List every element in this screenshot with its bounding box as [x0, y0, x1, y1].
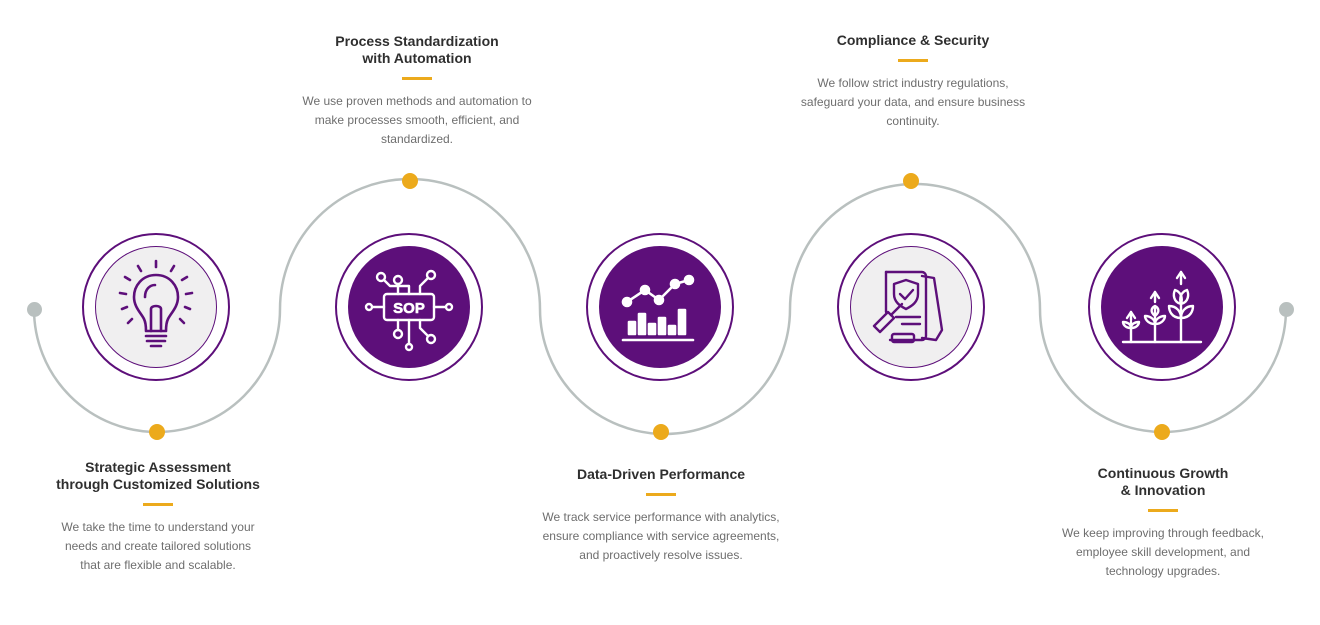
step-3-desc-line: and proactively resolve issues. [579, 548, 743, 562]
step-3-marker-dot [653, 424, 669, 440]
growing-plants-icon [1121, 270, 1203, 344]
step-2-title-line-1: Process Standardization [335, 33, 499, 49]
step-1-title-line-1: Strategic Assessment [85, 459, 231, 475]
lightbulb-icon [118, 259, 194, 348]
timeline-start-dot [27, 302, 42, 317]
step-1-description: We take the time to understand your need… [38, 518, 278, 575]
step-5-title-line-2: & Innovation [1120, 482, 1206, 498]
step-5-text-block: Continuous Growth & Innovation We keep i… [1038, 465, 1288, 581]
step-3-text-block: Data-Driven Performance We track service… [516, 466, 806, 565]
step-4-text-block: Compliance & Security We follow strict i… [778, 32, 1048, 131]
step-5-accent-bar [1148, 509, 1178, 512]
step-5-marker-dot [1154, 424, 1170, 440]
step-2-title-line-2: with Automation [362, 50, 472, 66]
step-4-desc-line: continuity. [886, 114, 940, 128]
step-1-accent-bar [143, 503, 173, 506]
step-4-title: Compliance & Security [778, 32, 1048, 49]
step-2-desc-line: standardized. [380, 132, 454, 146]
step-2-description: We use proven methods and automation to … [277, 92, 557, 149]
step-2-title: Process Standardization with Automation [277, 33, 557, 67]
step-5-desc-line: We keep improving through feedback, [1062, 526, 1264, 540]
step-1-text-block: Strategic Assessment through Customized … [38, 459, 278, 575]
sop-circuit-icon: SOP [364, 269, 454, 352]
step-3-title-line-1: Data-Driven Performance [576, 466, 746, 482]
step-1-marker-dot [149, 424, 165, 440]
analytics-chart-icon [621, 274, 695, 342]
step-1-title-line-2: through Customized Solutions [56, 476, 260, 492]
step-4-marker-dot [903, 173, 919, 189]
step-2-marker-dot [402, 173, 418, 189]
step-4-desc-line: We follow strict industry regulations, [817, 76, 1009, 90]
step-3-description: We track service performance with analyt… [516, 508, 806, 565]
step-3-title: Data-Driven Performance [516, 466, 806, 483]
step-3-icon-circle [586, 233, 734, 381]
step-1-icon-circle [82, 233, 230, 381]
step-5-title: Continuous Growth & Innovation [1038, 465, 1288, 499]
step-5-title-line-1: Continuous Growth [1097, 465, 1229, 481]
step-4-title-line-1: Compliance & Security [836, 32, 990, 48]
step-4-accent-bar [898, 59, 928, 62]
step-5-desc-line: technology upgrades. [1105, 564, 1221, 578]
step-1-desc-line: needs and create tailored solutions [64, 539, 252, 553]
step-2-accent-bar [402, 77, 432, 80]
step-2-icon-circle: SOP [335, 233, 483, 381]
step-3-accent-bar [646, 493, 676, 496]
step-2-text-block: Process Standardization with Automation … [277, 33, 557, 149]
step-1-title: Strategic Assessment through Customized … [38, 459, 278, 493]
step-2-desc-line: make processes smooth, efficient, and [314, 113, 520, 127]
step-4-icon-circle [837, 233, 985, 381]
step-4-description: We follow strict industry regulations, s… [778, 74, 1048, 131]
step-5-icon-circle [1088, 233, 1236, 381]
shield-document-gavel-icon [872, 270, 944, 344]
step-5-desc-line: employee skill development, and [1075, 545, 1251, 559]
sop-label: SOP [393, 300, 425, 317]
step-1-desc-line: We take the time to understand your [61, 520, 255, 534]
step-3-desc-line: We track service performance with analyt… [542, 510, 780, 524]
step-2-desc-line: We use proven methods and automation to [302, 94, 532, 108]
step-4-desc-line: safeguard your data, and ensure business [800, 95, 1026, 109]
step-5-description: We keep improving through feedback, empl… [1038, 524, 1288, 581]
step-1-desc-line: that are flexible and scalable. [80, 558, 236, 572]
step-3-desc-line: ensure compliance with service agreement… [542, 529, 780, 543]
timeline-end-dot [1279, 302, 1294, 317]
